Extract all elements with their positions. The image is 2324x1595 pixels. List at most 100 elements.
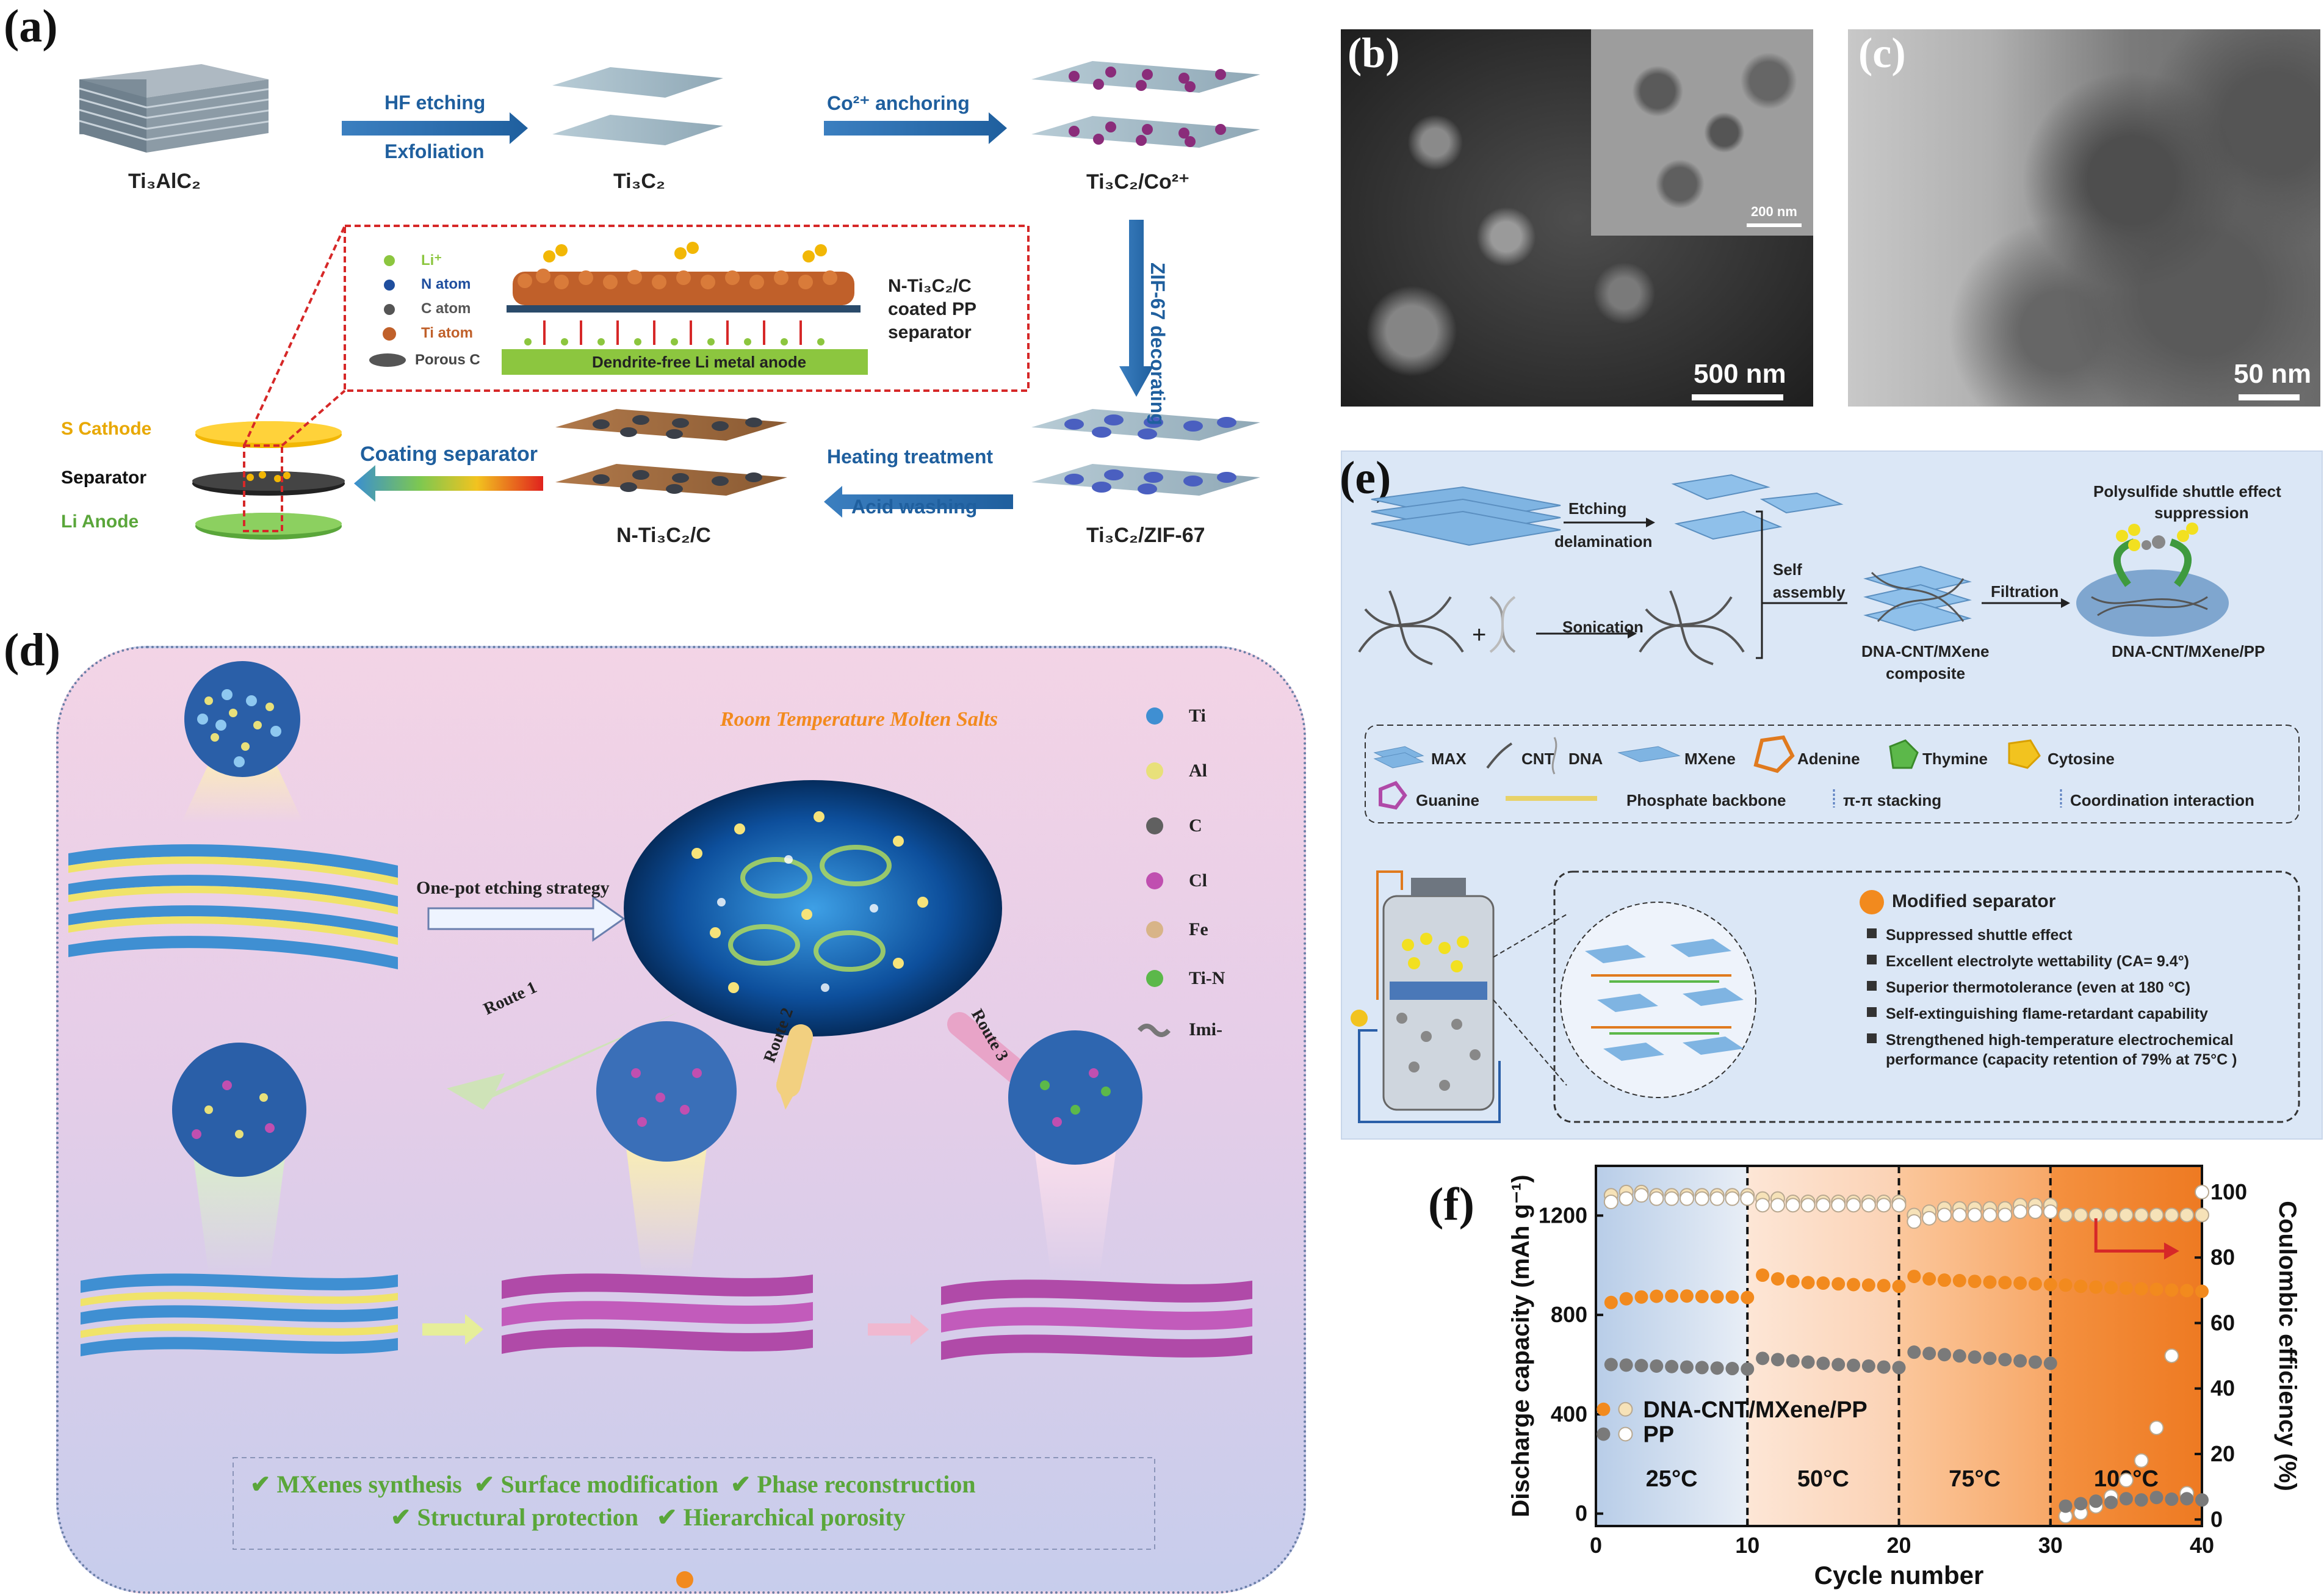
panel-c-label: (c) [1858, 30, 1906, 77]
data-point [2043, 1356, 2057, 1370]
e-legend-cnt: CNT [1521, 750, 1554, 768]
coated-layer [502, 242, 868, 375]
e-delamination: delamination [1554, 532, 1653, 551]
label-coated-pp: N-Ti₃C₂/C coated PP separator [888, 276, 976, 342]
battery-stack [192, 225, 346, 540]
legend-c: C atom [421, 300, 471, 317]
sem-image: 200 nm 500 nm [1341, 29, 1813, 407]
data-point [1952, 1349, 1966, 1363]
data-point [1755, 1198, 1770, 1213]
temp-zone [1747, 1166, 1899, 1526]
label-dendrite-free: Dendrite-free Li metal anode [592, 353, 807, 371]
n-ti3c2-c-sheets [555, 409, 787, 496]
data-point [1952, 1273, 1966, 1287]
d-legend-c: C [1189, 816, 1202, 836]
data-point [2104, 1496, 2118, 1510]
e-shuttle-2: suppression [2154, 504, 2249, 522]
data-point [1725, 1290, 1739, 1304]
data-point [1861, 1198, 1876, 1213]
data-point [2195, 1184, 2209, 1199]
label-ti3c2: Ti₃C₂ [613, 170, 665, 193]
data-point [2058, 1207, 2073, 1223]
e-legend-dna: DNA [1568, 750, 1603, 768]
inset-scale-label: 200 nm [1751, 204, 1797, 219]
y2-tick-label: 80 [2210, 1245, 2235, 1270]
data-point [1619, 1292, 1633, 1306]
data-point [2118, 1207, 2134, 1223]
check-icon: ✔ [391, 1503, 411, 1531]
panel-d-label: (d) [4, 624, 60, 676]
data-point [1619, 1358, 1633, 1372]
sem-scale-label: 500 nm [1694, 359, 1786, 389]
data-point [1922, 1272, 1936, 1286]
coating-arrow [354, 465, 543, 502]
data-point [1847, 1278, 1861, 1292]
e-modified: Modified separator [1892, 891, 2056, 911]
data-point [1786, 1354, 1800, 1368]
temperature-label: 50°C [1797, 1466, 1849, 1492]
x-tick-label: 40 [2190, 1533, 2214, 1558]
data-point [2028, 1277, 2042, 1291]
label-coating-separator: Coating separator [360, 443, 538, 466]
data-point [1876, 1198, 1891, 1213]
e-legend-phosphate: Phosphate backbone [1626, 791, 1786, 809]
d-legend-al: Al [1189, 761, 1207, 781]
panel-e-drawing: + [1351, 474, 2300, 1123]
data-point [2149, 1282, 2163, 1297]
ti3c2-zif-sheets [1031, 409, 1260, 496]
legend-label: PP [1643, 1422, 1674, 1447]
y-tick-label: 400 [1551, 1402, 1587, 1427]
label-ti3alc2: Ti₃AlC₂ [128, 170, 201, 193]
data-point [1922, 1210, 1937, 1226]
e-assembly: assembly [1773, 583, 1846, 601]
data-point [1800, 1198, 1816, 1213]
data-point [1967, 1207, 1982, 1223]
d-legend-balls [1137, 707, 1171, 1037]
d-legend-cl: Cl [1189, 870, 1207, 891]
data-point [1634, 1359, 1648, 1373]
data-point [1952, 1207, 1967, 1223]
data-point [1786, 1275, 1800, 1289]
e-legend-max: MAX [1431, 750, 1467, 768]
e-etching: Etching [1568, 499, 1627, 518]
y2-tick-label: 60 [2210, 1310, 2235, 1335]
x-tick-label: 0 [1590, 1533, 1602, 1558]
data-point [2089, 1494, 2103, 1508]
d-legend-ti: Ti [1189, 706, 1206, 726]
panel-a-label: (a) [4, 1, 58, 52]
x-tick-label: 30 [2038, 1533, 2063, 1558]
legend-ti: Ti atom [421, 325, 473, 341]
label-separator: Separator [61, 468, 147, 488]
data-point [2089, 1280, 2103, 1294]
data-point [1891, 1198, 1907, 1213]
data-point [1877, 1279, 1891, 1293]
label-ti3c2-co: Ti₃C₂/Co²⁺ [1086, 170, 1190, 193]
label-ti3c2-zif: Ti₃C₂/ZIF-67 [1086, 524, 1205, 547]
data-point [2104, 1281, 2118, 1295]
data-point [2134, 1453, 2149, 1468]
data-point [2119, 1492, 2133, 1506]
label-co-anchoring: Co²⁺ anchoring [827, 92, 970, 114]
e-legend-pi: π-π stacking [1843, 791, 1942, 809]
d-strategy: One-pot etching strategy [416, 878, 610, 898]
data-point [1997, 1207, 2013, 1223]
data-point [1937, 1348, 1951, 1362]
label-hf-etching: HF etching [384, 92, 486, 114]
zif-arrow [1119, 220, 1153, 397]
data-point [2013, 1204, 2028, 1220]
e-legend-guanine: Guanine [1416, 791, 1480, 809]
y2-tick-label: 20 [2210, 1441, 2235, 1466]
data-point [1679, 1191, 1694, 1206]
e-sonication: Sonication [1562, 618, 1644, 636]
e-feature-4: Self-extinguishing flame-retardant capab… [1886, 1005, 2208, 1022]
data-point [2165, 1283, 2179, 1297]
label-zif-decorating: ZIF-67 decorating [1147, 262, 1169, 425]
data-point [1983, 1275, 1997, 1289]
legend-n: N atom [421, 276, 471, 292]
e-legend-adenine: Adenine [1797, 750, 1860, 768]
legend-marker [1618, 1402, 1633, 1417]
label-li-anode: Li Anode [61, 512, 139, 532]
tem-scale-label: 50 nm [2234, 359, 2312, 389]
data-point [1982, 1207, 1997, 1223]
